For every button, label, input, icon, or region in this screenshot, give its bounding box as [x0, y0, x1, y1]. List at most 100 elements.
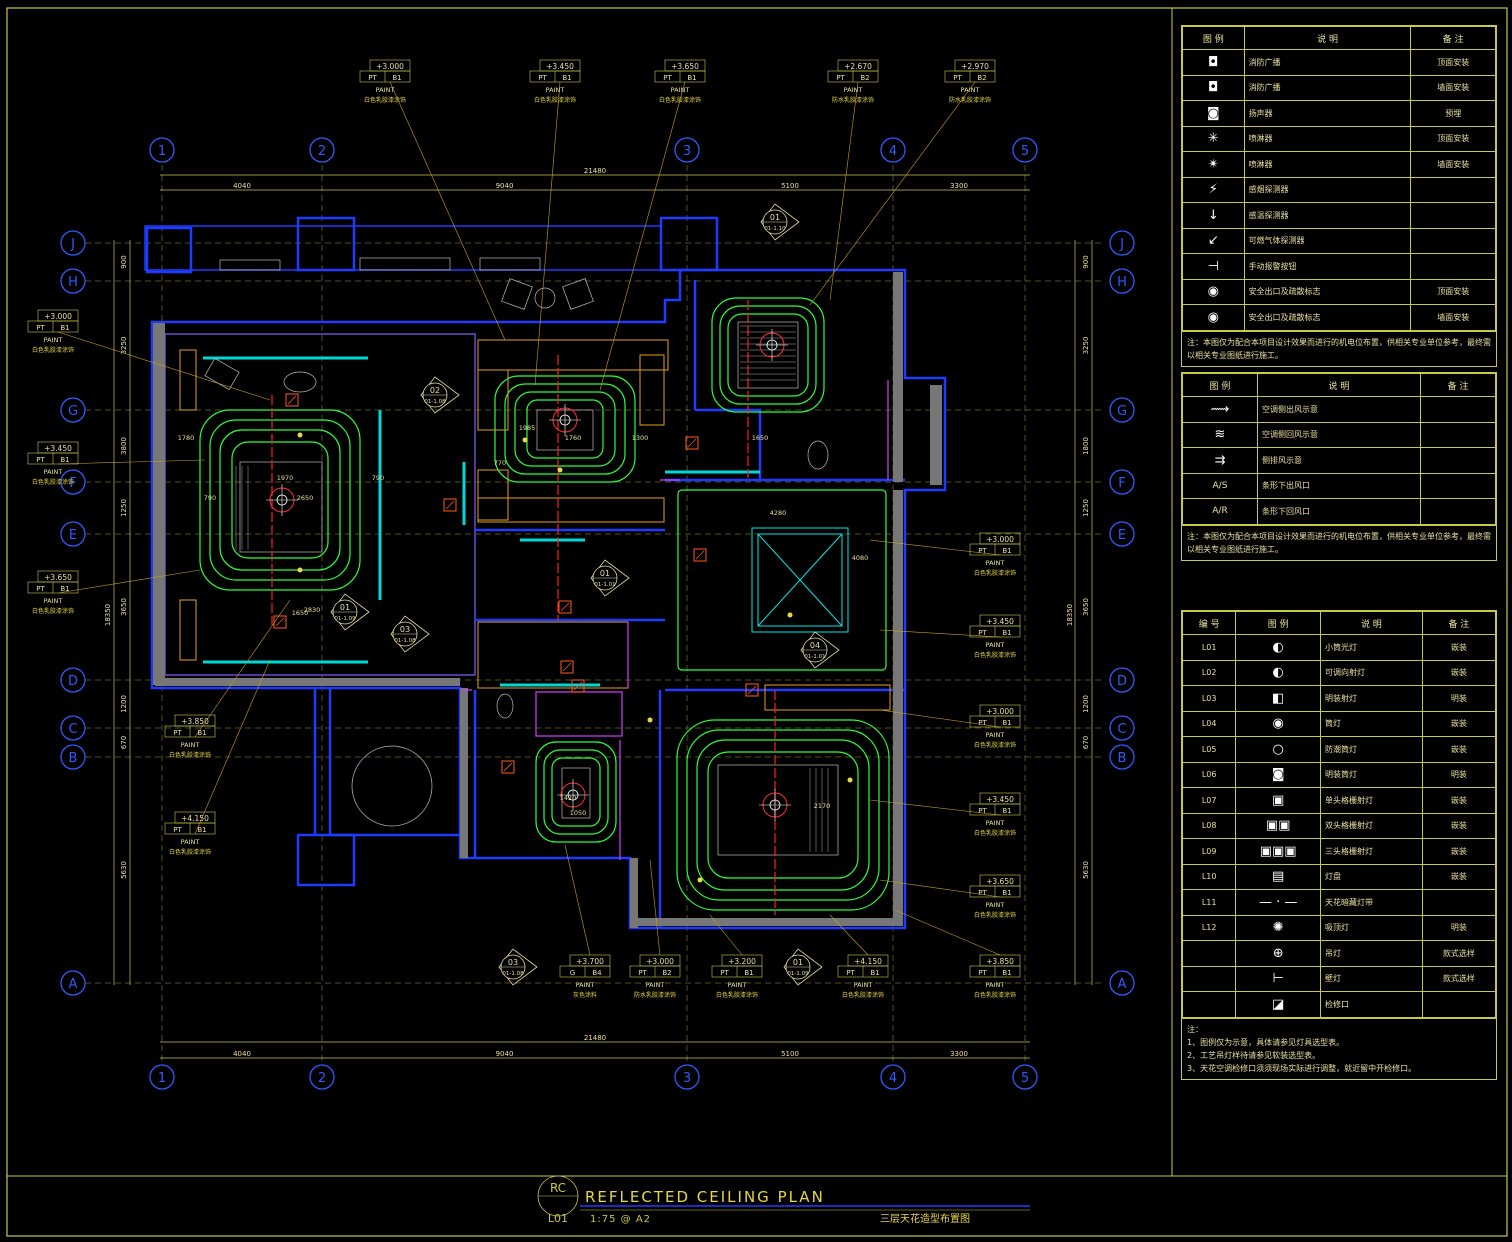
grid-bubble: [60, 521, 86, 547]
grid-row-label: C: [68, 722, 77, 737]
dim-right: 670: [1082, 736, 1090, 749]
legend-row: ◉安全出口及疏散标志墙面安装: [1182, 304, 1496, 331]
tag-note: 白色乳胶漆涂饰: [659, 96, 701, 104]
leader-line: [57, 569, 201, 594]
legend-desc: 条形下回风口: [1256, 498, 1422, 525]
grid-bubble: [309, 137, 335, 163]
access-panel-slash: [562, 662, 572, 672]
tag-code: B1: [60, 585, 69, 593]
legend-symbol-icon: ◙: [1182, 100, 1245, 127]
leader-line: [194, 599, 291, 738]
access-panel-box: [285, 393, 299, 407]
tag-code: B1: [744, 969, 753, 977]
tag-height: +3.000: [376, 62, 404, 71]
chandelier-icon: [759, 789, 791, 821]
legend-desc: 可调向射灯: [1319, 659, 1423, 686]
tag-code: PT: [978, 547, 987, 555]
linear-diffusers: [203, 356, 760, 687]
legend-row: ✴喷淋器墙面安装: [1182, 151, 1496, 178]
dim-top-total: 21480: [584, 167, 606, 175]
plan-dim: 2170: [814, 802, 831, 810]
legend-desc: 双头格栅射灯: [1319, 812, 1423, 839]
legend-header: 图 例: [1182, 373, 1258, 397]
dimension-texts: 4040404090409040510051003300330021480214…: [104, 167, 1090, 1058]
legend-remark: 嵌装: [1421, 838, 1497, 865]
legend-desc: 空调侧回风示意: [1256, 421, 1422, 448]
dim-left-total: 18350: [104, 604, 112, 626]
tag-code: B1: [60, 324, 69, 332]
tag-code: PT: [173, 729, 182, 737]
plan-dim: 1970: [277, 474, 294, 482]
tag-material: PAINT: [376, 86, 395, 94]
dim-left: 3650: [120, 598, 128, 616]
grid-bubble: [1109, 715, 1135, 741]
legend-desc: 壁灯: [1319, 965, 1423, 992]
chandelier-icon: [549, 404, 581, 436]
tag-code: PT: [173, 826, 182, 834]
legend-symbol-icon: ◐: [1235, 634, 1321, 661]
access-panel-icon: [693, 548, 707, 562]
access-panel-box: [273, 615, 287, 629]
section-sheet: 01-1.09: [334, 616, 356, 622]
legend-code: L08: [1181, 812, 1237, 839]
access-panel-icon: [501, 760, 515, 774]
tag-material: PAINT: [181, 838, 200, 846]
rc-label: RC: [550, 1181, 566, 1195]
legend-remark: 嵌装: [1421, 659, 1497, 686]
tag-material: PAINT: [986, 901, 1005, 909]
tag-code: PT: [36, 324, 45, 332]
plan-dimensions: 1970265017601985770428040801650142010502…: [178, 424, 869, 817]
legend-row: L01◐小筒光灯嵌装: [1181, 634, 1497, 661]
tag-material: PAINT: [728, 981, 747, 989]
legend-symbol-icon: ▣▣: [1235, 812, 1321, 839]
dim-right-total: 18350: [1066, 604, 1074, 626]
cabinetry: [179, 339, 891, 711]
legend-symbol-icon: — · —: [1235, 889, 1321, 916]
grid-row-label: D: [1117, 674, 1127, 689]
furniture: [204, 257, 829, 827]
access-panel-slash: [687, 438, 697, 448]
legend-remark: 嵌装: [1421, 736, 1497, 763]
legend-symbol-icon: ⟿: [1182, 396, 1258, 423]
grid-bubble: [1109, 397, 1135, 423]
tag-code: G: [570, 969, 575, 977]
section-sheet: 01-1.08: [502, 971, 524, 977]
legend-code: L01: [1181, 634, 1237, 661]
legend-remark: 明装: [1421, 914, 1497, 941]
plan-dim: 1985: [519, 424, 536, 432]
section-arrow: [498, 948, 538, 986]
tag-material: PAINT: [854, 981, 873, 989]
tag-height: +3.450: [546, 62, 574, 71]
legend-remark: 墙面安装: [1410, 151, 1496, 178]
leader-line: [869, 799, 1001, 816]
legend-row: ⊢壁灯款式选样: [1181, 965, 1497, 992]
legend-row: ◘消防广播顶面安装: [1182, 49, 1496, 76]
dim-left: 3250: [120, 337, 128, 355]
grid-row-label: F: [1118, 476, 1125, 491]
tag-height: +2.670: [844, 62, 872, 71]
legend-row: ◪检修口: [1181, 991, 1497, 1018]
legend-row: ⚡感烟探测器: [1182, 176, 1496, 203]
downlight-icon: [522, 437, 528, 443]
grid-bubble: [149, 137, 175, 163]
legend-remark: 顶面安装: [1410, 49, 1496, 76]
tag-height: +3.000: [986, 535, 1014, 544]
grid-bubble: [674, 137, 700, 163]
section-arrow: [760, 203, 800, 241]
tag-note: 白色乳胶漆涂饰: [974, 911, 1016, 919]
tag-material: PAINT: [986, 731, 1005, 739]
grid-bubble: [149, 1064, 175, 1090]
grid-bubble: [60, 268, 86, 294]
grid-bubble: [60, 715, 86, 741]
legend-code: L05: [1181, 736, 1237, 763]
legend-symbol-icon: ⚡: [1182, 176, 1245, 203]
tag-code: PT: [978, 969, 987, 977]
legend-code: L04: [1181, 710, 1237, 737]
legend-symbol-icon: A/S: [1182, 472, 1258, 499]
grid-row-label: H: [68, 275, 78, 290]
